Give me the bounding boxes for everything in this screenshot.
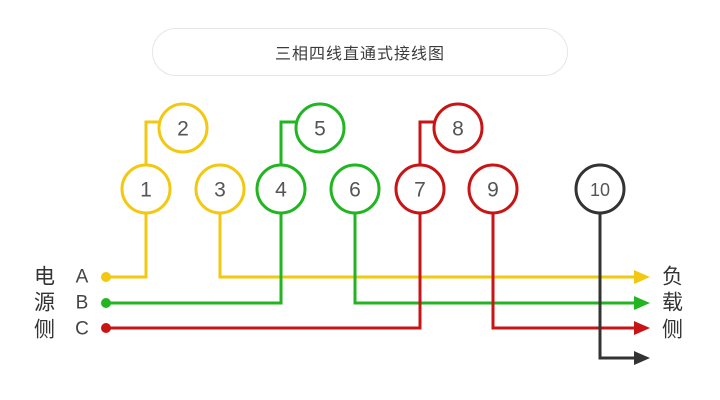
terminal-4[interactable] — [255, 163, 307, 215]
terminal-4-label: 4 — [275, 179, 287, 202]
terminal-7[interactable] — [394, 163, 446, 215]
wire-b-source-to-terminal-4 — [106, 213, 283, 305]
terminal-10[interactable] — [574, 163, 626, 215]
terminal-8-label: 8 — [452, 118, 464, 141]
source-side-label-group: 电 源 侧 — [34, 266, 55, 342]
phase-label-c: C — [75, 319, 89, 340]
terminal-6[interactable] — [329, 163, 381, 215]
terminal-1[interactable] — [120, 163, 172, 215]
wire-a-terminal-1-to-terminal-2 — [144, 120, 159, 165]
load-arrow-a — [634, 270, 650, 284]
terminal-9[interactable] — [467, 163, 519, 215]
terminal-3-label: 3 — [214, 179, 226, 202]
load-label-char-2: 载 — [662, 292, 683, 315]
wire-a-source-to-terminal-1 — [106, 213, 148, 279]
terminal-2[interactable] — [157, 102, 209, 154]
wire-a-terminal-3-to-load — [218, 213, 640, 279]
wire-c-source-to-terminal-7 — [106, 213, 422, 330]
terminal-6-label: 6 — [349, 179, 361, 202]
load-label-char-3: 侧 — [662, 319, 683, 342]
terminal-1-label: 1 — [140, 179, 152, 202]
phase-label-a: A — [76, 267, 89, 288]
phase-b-wiring — [101, 120, 650, 310]
wire-c-terminal-9-to-load — [491, 213, 640, 330]
source-phase-labels: A B C — [75, 267, 89, 340]
phase-c-wiring — [101, 120, 650, 335]
title-pill: 三相四线直通式接线图 — [152, 28, 568, 76]
wire-b-terminal-4-to-terminal-5 — [279, 120, 296, 165]
load-arrow-b — [634, 296, 650, 310]
terminal-5-label: 5 — [314, 118, 326, 141]
terminal-8[interactable] — [432, 102, 484, 154]
load-label-char-1: 负 — [662, 266, 683, 289]
wire-c-terminal-7-to-terminal-8 — [418, 120, 434, 165]
terminal-2-label: 2 — [177, 118, 189, 141]
wire-n-terminal-10-to-load — [598, 213, 640, 360]
source-label-char-2: 源 — [34, 292, 55, 315]
load-arrow-n — [634, 351, 650, 365]
load-arrow-c — [634, 321, 650, 335]
terminal-7-label: 7 — [414, 179, 426, 202]
source-label-char-3: 侧 — [34, 319, 55, 342]
load-side-label-group: 负 载 侧 — [662, 266, 683, 342]
phase-label-b: B — [76, 293, 89, 314]
phase-a-wiring — [101, 120, 650, 284]
neutral-wiring — [598, 213, 650, 365]
wire-b-terminal-6-to-load — [353, 213, 640, 305]
page-title: 三相四线直通式接线图 — [274, 46, 445, 63]
terminal-10-label: 10 — [590, 180, 610, 200]
terminal-5[interactable] — [294, 102, 346, 154]
terminal-group: 1 2 3 4 5 6 7 8 9 10 — [120, 102, 626, 215]
terminal-9-label: 9 — [487, 179, 499, 202]
source-label-char-1: 电 — [34, 266, 55, 289]
terminal-3[interactable] — [194, 163, 246, 215]
